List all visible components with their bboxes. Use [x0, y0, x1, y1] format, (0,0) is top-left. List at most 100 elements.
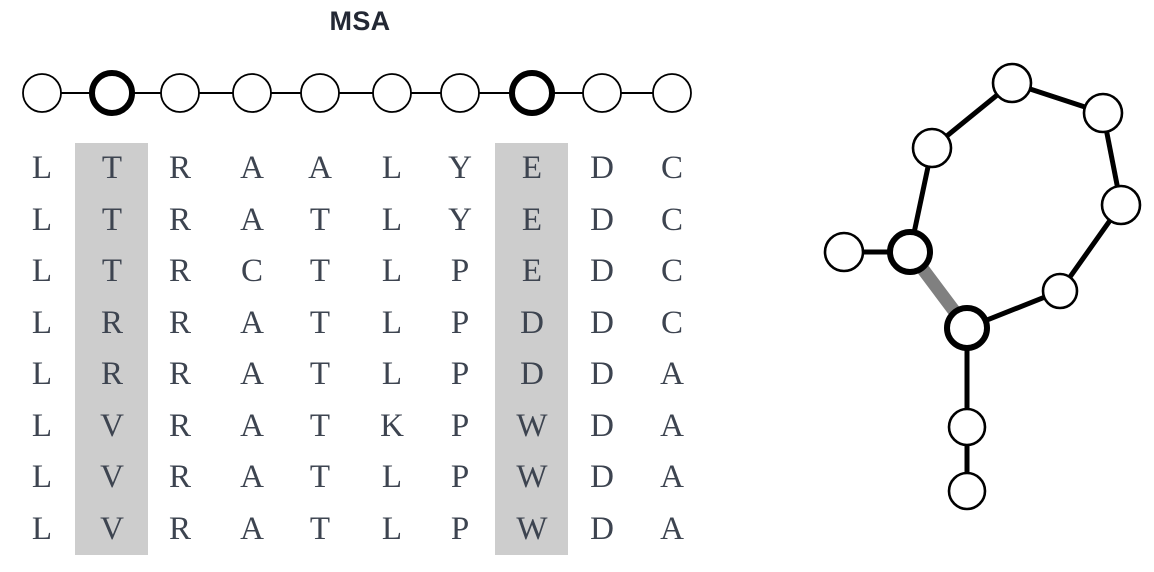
msa-residue-cell: R: [168, 304, 191, 341]
msa-residue-cell: A: [660, 407, 684, 444]
structure-edge: [982, 294, 1047, 324]
sequence-node[interactable]: [160, 73, 200, 113]
msa-residue-cell: W: [516, 407, 548, 444]
structure-node[interactable]: [947, 407, 987, 447]
msa-residue-cell: L: [381, 459, 403, 495]
structure-node[interactable]: [823, 231, 865, 273]
sequence-node[interactable]: [440, 73, 480, 113]
msa-residue-cell: R: [168, 407, 191, 444]
msa-residue-cell: A: [660, 459, 684, 495]
msa-residue-cell: A: [660, 510, 684, 547]
sequence-chain-nodes: [22, 70, 692, 116]
msa-residue-cell: C: [660, 150, 683, 186]
msa-residue-cell: L: [31, 201, 53, 238]
msa-residue-cell: R: [168, 253, 191, 289]
msa-residue-cell: A: [240, 356, 264, 392]
sequence-node[interactable]: [582, 73, 622, 113]
msa-residue-cell: A: [240, 304, 264, 341]
structure-edge: [1103, 129, 1121, 189]
msa-residue-cell: P: [450, 510, 470, 547]
msa-residue-cell: R: [168, 201, 191, 238]
msa-highlight-column: [495, 143, 568, 555]
msa-residue-cell: D: [590, 201, 614, 238]
sequence-node[interactable]: [22, 73, 62, 113]
page-title: MSA: [329, 6, 391, 36]
msa-residue-cell: D: [590, 253, 614, 289]
msa-residue-cell: A: [240, 407, 264, 444]
msa-residue-cell: D: [590, 407, 614, 444]
sequence-node[interactable]: [232, 73, 272, 113]
structure-node[interactable]: [991, 62, 1033, 104]
msa-residue-cell: D: [590, 459, 614, 495]
msa-residue-cell: L: [381, 510, 403, 547]
msa-residue-cell: V: [100, 459, 124, 495]
msa-residue-cell: C: [660, 304, 683, 341]
msa-residue-cell: L: [381, 356, 403, 392]
msa-residue-cell: V: [100, 510, 124, 547]
structure-graph-nodes: [823, 62, 1142, 511]
msa-residue-cell: L: [381, 201, 403, 238]
msa-residue-cell: A: [240, 510, 264, 547]
msa-residue-cell: A: [660, 356, 684, 392]
structure-node[interactable]: [947, 471, 987, 511]
msa-residue-cell: T: [101, 253, 123, 289]
sequence-node-highlighted[interactable]: [509, 70, 555, 116]
msa-residue-cell: P: [450, 253, 470, 289]
structure-node-highlighted[interactable]: [887, 229, 933, 275]
msa-residue-cell: C: [240, 253, 263, 289]
msa-residue-cell: P: [450, 304, 470, 341]
msa-residue-cell: L: [31, 150, 53, 186]
msa-residue-cell: T: [309, 356, 331, 392]
structure-node[interactable]: [911, 127, 953, 169]
msa-residue-cell: T: [309, 407, 331, 444]
msa-residue-cell: R: [100, 304, 123, 341]
msa-residue-cell: R: [168, 150, 191, 186]
msa-residue-cell: L: [31, 253, 53, 289]
msa-residue-cell: K: [380, 407, 404, 444]
sequence-node[interactable]: [652, 73, 692, 113]
msa-residue-cell: L: [31, 304, 53, 341]
msa-residue-cell: R: [168, 356, 191, 392]
msa-residue-cell: R: [168, 459, 191, 495]
sequence-node-highlighted[interactable]: [89, 70, 135, 116]
msa-residue-cell: L: [31, 459, 53, 495]
msa-residue-cell: R: [168, 510, 191, 547]
msa-residue-cell: L: [31, 356, 53, 392]
msa-residue-cell: Y: [448, 201, 472, 238]
msa-residue-cell: A: [308, 150, 332, 186]
structure-edge-highlighted: [915, 262, 962, 318]
msa-residue-cell: D: [590, 356, 614, 392]
msa-residue-cell: Y: [448, 150, 472, 186]
msa-residue-cell: D: [590, 510, 614, 547]
msa-residue-cell: V: [100, 407, 124, 444]
msa-residue-cell: L: [381, 304, 403, 341]
msa-residue-cell: A: [240, 459, 264, 495]
structure-node[interactable]: [1100, 184, 1142, 226]
structure-node[interactable]: [1082, 92, 1124, 134]
structure-edge: [1027, 85, 1088, 111]
msa-residue-cell: A: [240, 201, 264, 238]
msa-residue-cell: C: [660, 253, 683, 289]
msa-residue-cell: T: [101, 150, 123, 186]
msa-residue-cell: D: [520, 356, 544, 392]
msa-residue-cell: T: [309, 510, 331, 547]
sequence-node[interactable]: [372, 73, 412, 113]
structure-node-highlighted[interactable]: [944, 305, 990, 351]
msa-residue-cell: L: [381, 253, 403, 289]
msa-residue-cell: L: [31, 510, 53, 547]
msa-residue-cell: T: [309, 304, 331, 341]
msa-residue-cell: E: [521, 253, 543, 289]
sequence-node[interactable]: [300, 73, 340, 113]
structure-edge: [943, 91, 1001, 140]
structure-node[interactable]: [1041, 272, 1079, 310]
msa-residue-cell: T: [309, 201, 331, 238]
